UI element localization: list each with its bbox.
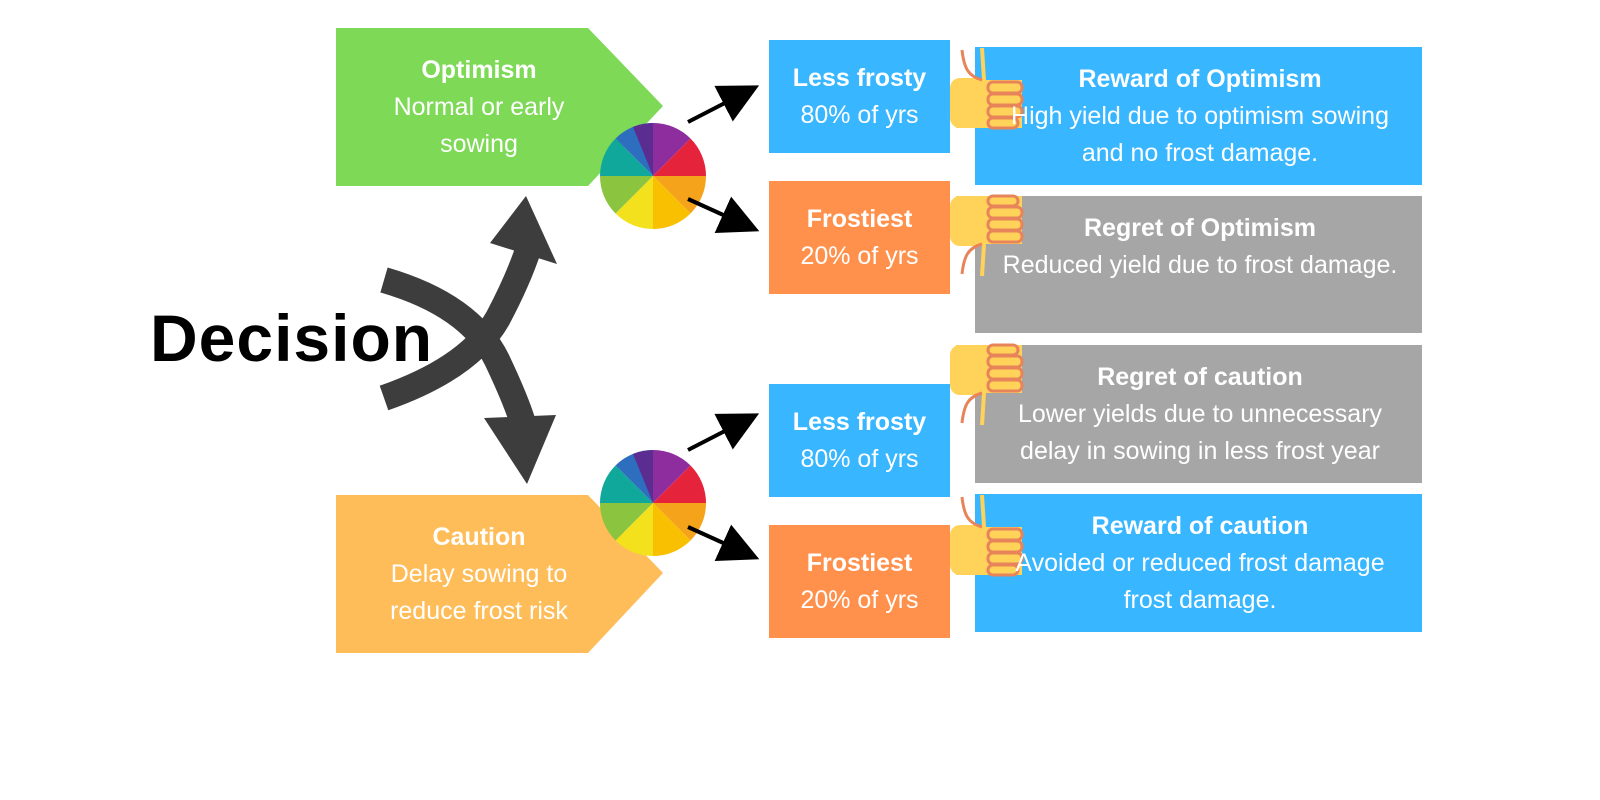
- branch-title: Caution: [432, 523, 526, 551]
- thumbs-down-icon: [950, 194, 1024, 276]
- caution-branch: Caution Delay sowing to reduce frost ris…: [356, 519, 602, 630]
- result-box-3: [975, 345, 1422, 483]
- decision-label: Decision: [150, 301, 434, 375]
- outcome-arrows: [687, 85, 760, 562]
- color-wheel-top: [600, 122, 706, 230]
- result-regret-optimism: Regret of Optimism Reduced yield due to …: [1000, 210, 1400, 284]
- outcome-title: Frostiest: [806, 205, 913, 233]
- outcome-sub: 80% of yrs: [800, 101, 919, 129]
- result-title: Reward of caution: [1091, 512, 1309, 540]
- optimism-branch: Optimism Normal or early sowing: [356, 52, 602, 163]
- outcome-title: Less frosty: [792, 408, 927, 436]
- outcome-box-1: [769, 40, 950, 153]
- outcome-sub: 20% of yrs: [800, 242, 919, 270]
- arrow-to-less-frosty-top: [687, 85, 760, 124]
- outcome-sub: 20% of yrs: [800, 586, 919, 614]
- branch-desc: Delay sowing to reduce frost risk: [390, 560, 568, 625]
- result-title: Regret of caution: [1097, 363, 1303, 391]
- branch-desc: Normal or early sowing: [393, 93, 565, 158]
- result-desc: Avoided or reduced frost damage frost da…: [1015, 549, 1385, 614]
- outcome-less-frosty-bottom: Less frosty 80% of yrs: [769, 404, 950, 478]
- result-box-1: [975, 47, 1422, 185]
- result-box-2: [975, 196, 1422, 333]
- result-title: Regret of Optimism: [1084, 214, 1316, 242]
- decision-split-arrows: [379, 245, 541, 425]
- optimism-branch-shape: [336, 28, 663, 186]
- up-arrowhead: [490, 196, 557, 264]
- arrow-to-less-frosty-bottom: [687, 413, 760, 452]
- result-box-4: [975, 494, 1422, 632]
- result-title: Reward of Optimism: [1078, 65, 1322, 93]
- outcome-title: Frostiest: [806, 549, 913, 577]
- color-wheel-bottom: [600, 449, 706, 556]
- outcome-frostiest-bottom: Frostiest 20% of yrs: [769, 545, 950, 619]
- caution-branch-shape: [336, 495, 663, 653]
- outcome-sub: 80% of yrs: [800, 445, 919, 473]
- arrow-to-frostiest-top: [687, 196, 760, 234]
- result-reward-caution: Reward of caution Avoided or reduced fro…: [1010, 508, 1390, 619]
- thumbs-up-icon: [950, 48, 1024, 130]
- result-desc: Lower yields due to unnecessary delay in…: [1017, 400, 1383, 465]
- outcome-title: Less frosty: [792, 64, 927, 92]
- thumbs-down-icon: [950, 343, 1024, 425]
- outcome-box-4: [769, 525, 950, 638]
- result-desc: Reduced yield due to frost damage.: [1002, 251, 1398, 279]
- down-arrowhead: [484, 415, 556, 484]
- outcome-less-frosty-top: Less frosty 80% of yrs: [769, 60, 950, 134]
- outcome-box-2: [769, 181, 950, 294]
- outcome-box-3: [769, 384, 950, 497]
- result-desc: High yield due to optimism sowing and no…: [1011, 102, 1389, 167]
- thumbs-up-icon: [950, 495, 1024, 577]
- outcome-frostiest-top: Frostiest 20% of yrs: [769, 201, 950, 275]
- branch-title: Optimism: [421, 56, 537, 84]
- result-regret-caution: Regret of caution Lower yields due to un…: [990, 359, 1410, 470]
- result-reward-optimism: Reward of Optimism High yield due to opt…: [1000, 61, 1400, 172]
- arrow-to-frostiest-bottom: [687, 524, 760, 562]
